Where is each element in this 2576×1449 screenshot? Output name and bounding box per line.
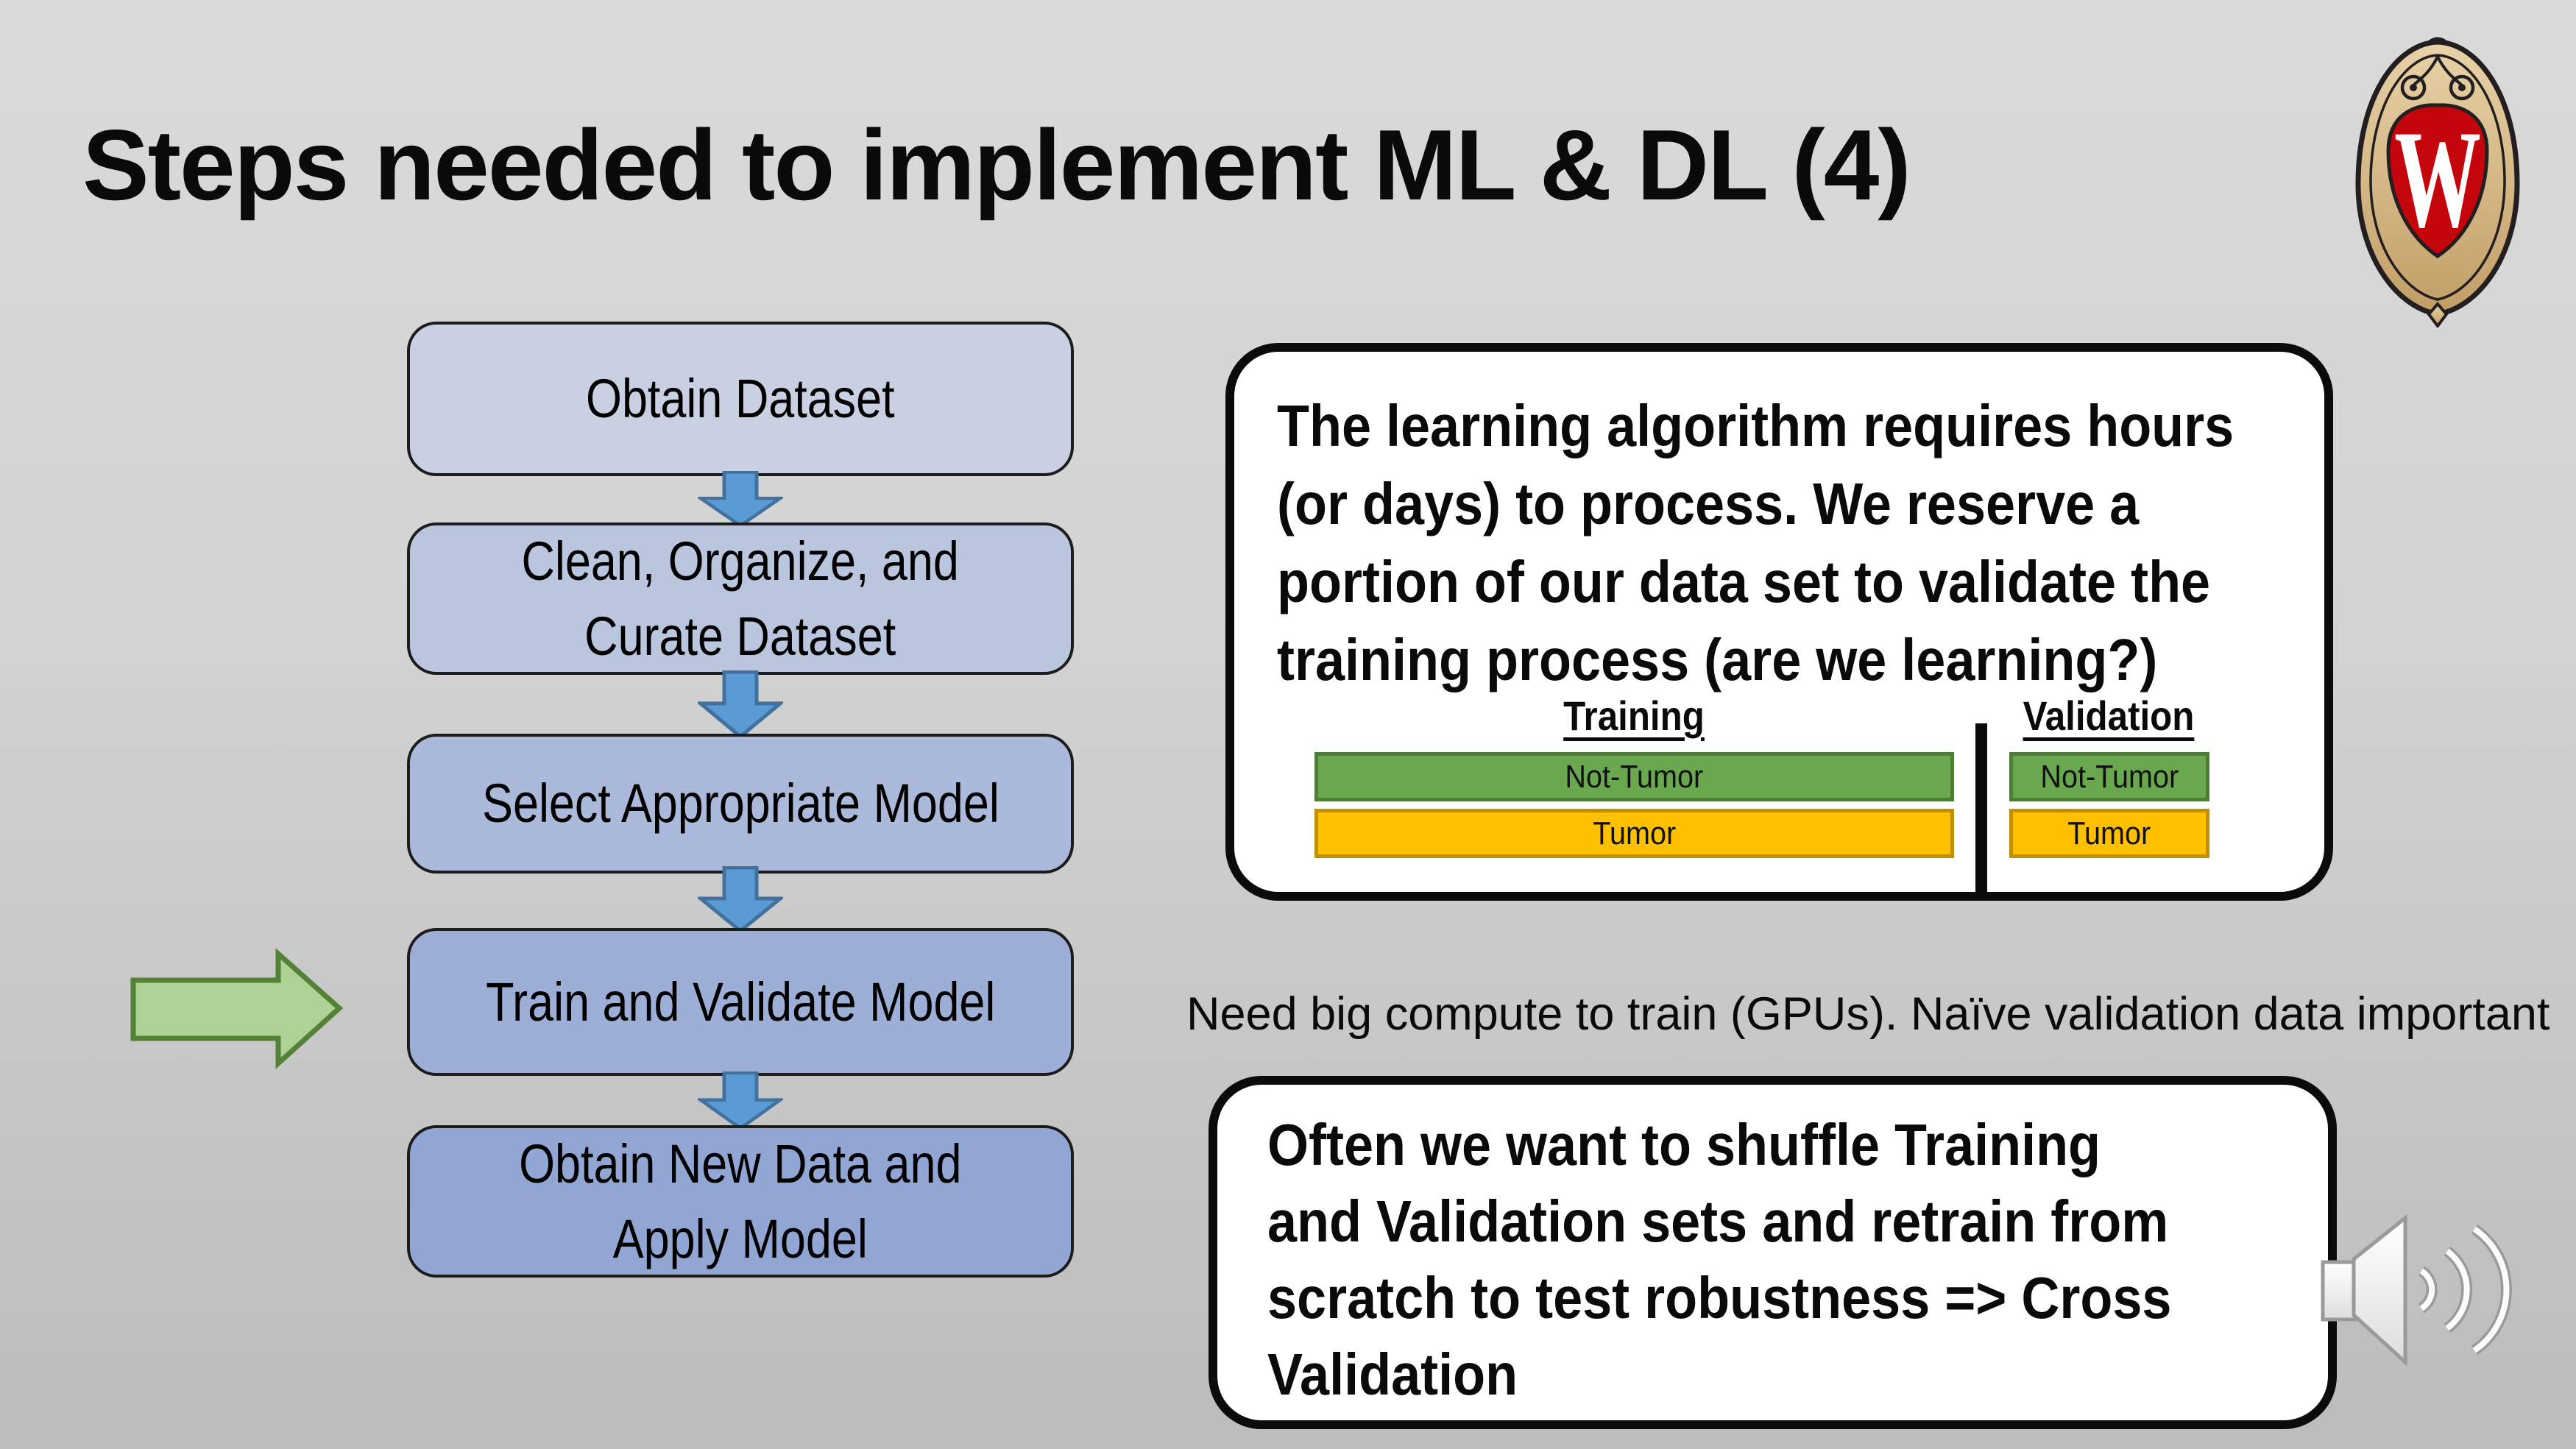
training-not-tumor-bar: Not-Tumor: [1314, 752, 1954, 801]
uw-crest-logo: W: [2355, 37, 2520, 327]
sound-wave-large: [2472, 1226, 2510, 1353]
crest-curl-right-dot: [2458, 84, 2466, 91]
down-arrow-icon: [698, 670, 783, 738]
flow-step-clean-organize: Clean, Organize, and Curate Dataset: [407, 522, 1074, 675]
down-arrow-icon: [698, 1071, 783, 1130]
sound-wave-small: [2419, 1268, 2435, 1311]
crest-bottom-drop: [2427, 301, 2449, 327]
validation-tumor-bar: Tumor: [2009, 809, 2209, 858]
training-set-label: Training: [1563, 692, 1705, 739]
down-arrow-icon: [698, 471, 783, 527]
flow-step-label: Train and Validate Model: [485, 971, 996, 1032]
crest-scroll-lines: [2413, 56, 2463, 86]
flow-step-label: Clean, Organize, and Curate Dataset: [521, 530, 960, 667]
bar-label: Tumor: [1593, 815, 1676, 851]
bar-label: Not-Tumor: [1565, 758, 1704, 795]
crest-inner-line: [2369, 54, 2506, 301]
flow-step-apply-model: Obtain New Data and Apply Model: [407, 1125, 1074, 1278]
flow-step-select-model: Select Appropriate Model: [407, 734, 1074, 874]
speaker-cone: [2352, 1214, 2407, 1367]
crest-w-letter: W: [2394, 102, 2481, 257]
flow-step-obtain-dataset: Obtain Dataset: [407, 322, 1074, 476]
callout-validation-explanation: The learning algorithm requires hours (o…: [1225, 343, 2333, 901]
flow-step-label: Obtain New Data and Apply Model: [519, 1133, 962, 1269]
flow-step-label: Obtain Dataset: [586, 368, 895, 429]
sound-wave-medium: [2445, 1248, 2470, 1331]
bar-label: Not-Tumor: [2040, 758, 2179, 795]
crest-red-shield: [2386, 103, 2489, 259]
flow-step-train-validate: Train and Validate Model: [407, 928, 1074, 1076]
current-step-arrow-icon: [130, 948, 343, 1069]
bar-label: Tumor: [2067, 815, 2151, 851]
validation-not-tumor-bar: Not-Tumor: [2009, 752, 2209, 801]
crest-curl-left: [2400, 74, 2427, 101]
crest-curl-left-dot: [2410, 84, 2417, 91]
slide-title: Steps needed to implement ML & DL (4): [82, 109, 1911, 221]
flow-step-label: Select Appropriate Model: [481, 773, 999, 834]
crest-curl-right: [2449, 74, 2475, 101]
callout-cross-validation: Often we want to shuffle Training and Va…: [1209, 1076, 2337, 1429]
down-arrow-icon: [698, 866, 783, 932]
validation-set-label: Validation: [2023, 692, 2195, 739]
compute-note-text: Need big compute to train (GPUs). Naïve …: [1186, 988, 2550, 1040]
train-validation-divider: [1975, 723, 1987, 896]
callout2-text: Often we want to shuffle Training and Va…: [1267, 1112, 2172, 1407]
speaker-box: [2321, 1260, 2357, 1322]
callout1-text: The learning algorithm requires hours (o…: [1277, 393, 2234, 692]
speaker-icon[interactable]: [2318, 1211, 2517, 1369]
training-tumor-bar: Tumor: [1314, 809, 1954, 858]
